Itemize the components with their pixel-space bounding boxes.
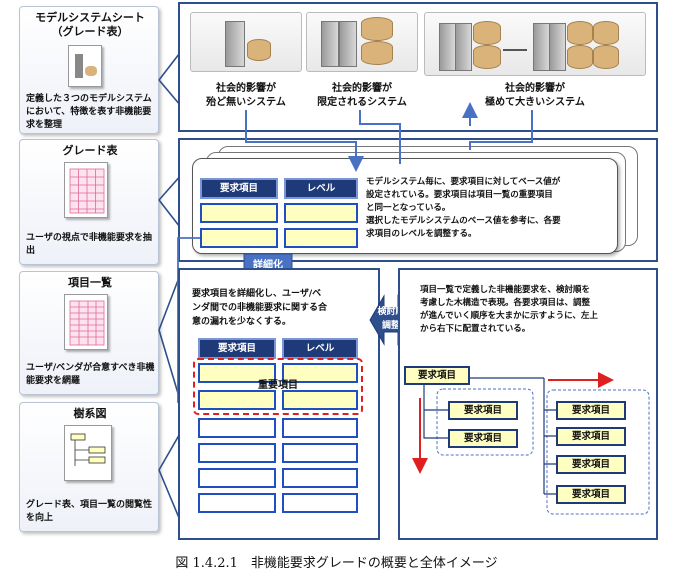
grade-desc-line-2: 設定されている。要求項目は項目一覧の重要項目 [366, 190, 553, 200]
tree-node: 要求項目 [556, 401, 626, 420]
list-sheet-icon [64, 294, 108, 350]
system-label-3a: 社会的影響が [505, 83, 565, 94]
server-icon [439, 23, 456, 71]
list-cell [282, 390, 358, 410]
model-sheet-title: モデルシステムシート [35, 11, 145, 24]
list-cell [282, 363, 358, 383]
system-label-1b: 殆ど無いシステム [206, 97, 286, 108]
storage-icon [593, 21, 619, 45]
link-line [503, 49, 527, 51]
server-icon [321, 21, 339, 67]
tree-diagram-icon [64, 425, 112, 481]
list-cell [282, 443, 358, 463]
storage-icon [473, 45, 501, 69]
tree-desc-line-1: 項目一覧で定義した非機能要求を、検討順を [420, 285, 591, 295]
order-label: 検討順 [377, 307, 405, 317]
grade-cell [284, 228, 358, 248]
grade-table-desc: ユーザの視点で非機能要求を抽出 [26, 233, 152, 256]
list-cell [282, 418, 358, 438]
server-icon [339, 21, 357, 67]
grade-desc-line-5: 求項目のレベルを調整する。 [366, 229, 477, 239]
tree-box: 樹系図 グレード表、項目一覧の閲覧性を向上 [19, 402, 159, 532]
tree-desc-line-2: 考慮した木構造で表現。各要求項目は、調整 [420, 298, 591, 308]
model-sheet-subtitle: （グレード表） [51, 25, 129, 38]
model-sheet-box: モデルシステムシート （グレード表） 定義した３つのモデルシステムにおいて、特徴… [19, 6, 159, 134]
server-icon [549, 23, 566, 71]
grade-cell [200, 228, 278, 248]
list-cell [282, 468, 358, 488]
list-desc-line-3: 意の漏れを少なくする。 [192, 317, 292, 327]
grade-desc-line-1: モデルシステム毎に、要求項目に対してベース値が [366, 177, 561, 187]
important-items-outline [193, 358, 363, 415]
system-card-1 [190, 12, 302, 72]
grade-cell [284, 203, 358, 223]
list-col-item: 要求項目 [198, 338, 276, 359]
server-icon [225, 21, 245, 67]
grade-table-box: グレード表 ユーザの視点で非機能要求を抽出 [19, 139, 159, 265]
list-cell [198, 468, 276, 488]
server-icon [533, 23, 550, 71]
tree-node: 要求項目 [448, 401, 518, 420]
grade-desc-line-4: 選択したモデルシステムのベース値を参考に、各要 [366, 216, 561, 226]
grade-col-item: 要求項目 [200, 178, 278, 199]
grade-cell [200, 203, 278, 223]
figure-caption: 図 1.4.2.1 非機能要求グレードの概要と全体イメージ [175, 556, 498, 571]
list-cell [198, 418, 276, 438]
item-list-title: 項目一覧 [68, 276, 112, 289]
item-list-desc: ユーザ/ベンダが合意すべき非機能要求を網羅 [26, 363, 155, 386]
storage-icon [567, 45, 593, 69]
list-cell [198, 390, 276, 410]
storage-icon [361, 41, 393, 65]
list-col-level: レベル [282, 338, 358, 359]
tree-node: 要求項目 [556, 485, 626, 504]
tree-desc-line-4: から右下に配置されている。 [420, 324, 531, 334]
detail-arrow-label: 詳細化 [253, 260, 283, 271]
storage-icon [473, 21, 501, 45]
storage-icon [247, 39, 271, 61]
item-list-box: 項目一覧 ユーザ/ベンダが合意すべき非機能要求を網羅 [19, 271, 159, 395]
tree-node: 要求項目 [556, 427, 626, 446]
document-icon [68, 45, 102, 87]
list-cell [198, 493, 276, 513]
system-label-3b: 極めて大きいシステム [485, 97, 585, 108]
list-cell [198, 443, 276, 463]
storage-icon [567, 21, 593, 45]
grid-sheet-icon [64, 162, 108, 218]
tree-title: 樹系図 [73, 407, 107, 420]
storage-icon [361, 17, 393, 41]
list-cell [282, 493, 358, 513]
model-sheet-desc: 定義した３つのモデルシステムにおいて、特徴を表す非機能要求を整理 [26, 94, 152, 130]
tree-node: 要求項目 [556, 455, 626, 474]
system-card-3 [424, 12, 646, 76]
tree-desc: グレード表、項目一覧の閲覧性を向上 [26, 500, 153, 523]
tree-desc-line-3: が進んでいく順序を大まかに示すように、左上 [420, 311, 598, 321]
system-label-1a: 社会的影響が [216, 83, 276, 94]
tree-node: 要求項目 [448, 429, 518, 448]
grade-table-title: グレード表 [62, 144, 118, 157]
grade-desc-line-3: と同一となっている。 [366, 203, 451, 213]
system-card-2 [306, 12, 418, 72]
tree-root-node: 要求項目 [404, 366, 470, 385]
important-items-label: 重要項目 [258, 380, 298, 391]
adjust-label: 調整 [381, 321, 400, 331]
storage-icon [593, 45, 619, 69]
grade-col-level: レベル [284, 178, 358, 199]
list-desc-line-2: ンダ間での非機能要求に関する合 [192, 303, 328, 313]
system-label-2b: 限定されるシステム [317, 97, 407, 108]
list-cell [198, 363, 276, 383]
list-desc-line-1: 要求項目を詳細化し、ユーザ/ベ [192, 289, 322, 299]
system-label-2a: 社会的影響が [332, 83, 392, 94]
server-icon [455, 23, 472, 71]
